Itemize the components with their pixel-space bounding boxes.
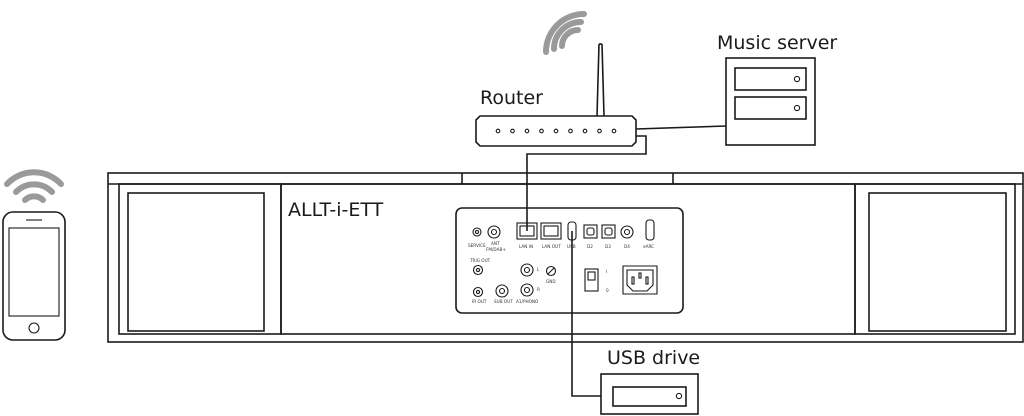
left-speaker-section [118,183,282,335]
sub-out-port[interactable] [495,284,509,298]
phone-home-button [28,322,40,334]
d3-port[interactable] [601,224,616,239]
d2-port[interactable] [583,224,598,239]
right-speaker-grille [868,192,1007,332]
phone-body [2,211,66,341]
router-lan-cable [526,135,647,231]
power-switch-on-label: I [606,269,607,274]
trig-out-port[interactable] [472,264,484,276]
service-label: SERVICE [468,243,486,248]
soundbar [107,172,1024,343]
router-led-2 [510,128,515,134]
rear-panel-outline [455,207,684,314]
service-port[interactable] [472,227,482,237]
a1-right-port[interactable] [520,283,534,297]
d3-label: D3 [605,244,611,249]
a1-phono-label: A1/PHONO [516,299,539,304]
router-led-row [495,128,617,134]
left-speaker-grille [127,192,265,332]
lan-out-label: LAN OUT [542,244,561,249]
ir-out-label: IR OUT [472,299,487,304]
usb-drive-body [600,373,699,415]
usb-drive-bay [612,386,687,407]
a1-left-port[interactable] [520,263,534,277]
power-switch[interactable] [584,268,599,292]
a1-left-label: L [537,267,540,272]
server-drive-bay-1 [734,67,807,91]
router-led-5 [553,128,559,134]
d2-label: D2 [587,244,593,249]
music-server [725,57,816,146]
usb-drive-label: USB drive [607,347,700,369]
usb-drive [600,373,699,415]
router-led-1 [495,128,501,134]
lan-in-label: LAN IN [519,244,533,249]
antenna-label: ANT [491,241,500,246]
a1-right-label: R [537,287,540,292]
antenna-sub-label: FM/DAB+ [486,247,506,252]
router-led-9 [611,128,617,134]
router [475,43,637,147]
router-led-3 [524,128,530,134]
router-body [475,115,637,147]
product-label: ALLT-i-ETT [288,199,384,221]
router-led-4 [539,128,544,134]
ground-terminal[interactable] [545,265,557,277]
lan-out-port[interactable] [540,222,562,240]
smartphone [2,211,66,341]
router-antenna [596,43,600,117]
phone-screen [8,227,60,317]
power-switch-off-label: 0 [606,288,609,293]
router-server-cable [635,125,727,130]
power-inlet[interactable] [622,265,658,295]
ground-label: GND [546,279,556,284]
music-server-label: Music server [717,32,837,54]
soundbar-outline [107,172,1024,343]
ir-out-port[interactable] [472,286,484,298]
usb-cable [571,231,601,397]
rear-panel: SERVICE ANT FM/DAB+ LAN IN LAN OUT USB D… [455,207,684,314]
music-server-body [725,57,816,146]
right-speaker-section [854,183,1016,335]
router-led-6 [568,128,573,134]
server-drive-bay-2 [734,96,807,120]
sub-out-label: SUB OUT [494,299,513,304]
router-led-8 [597,128,602,134]
phone-wifi-icon [4,169,64,203]
router-label: Router [480,87,543,109]
earc-label: eARC [643,244,654,249]
router-led-7 [582,128,588,134]
router-wifi-icon [543,11,587,55]
d4-port[interactable] [620,225,634,239]
d4-label: D4 [624,244,630,249]
trig-out-label: TRIG OUT [469,258,491,263]
earc-port[interactable] [645,219,655,241]
antenna-port[interactable] [487,225,501,239]
